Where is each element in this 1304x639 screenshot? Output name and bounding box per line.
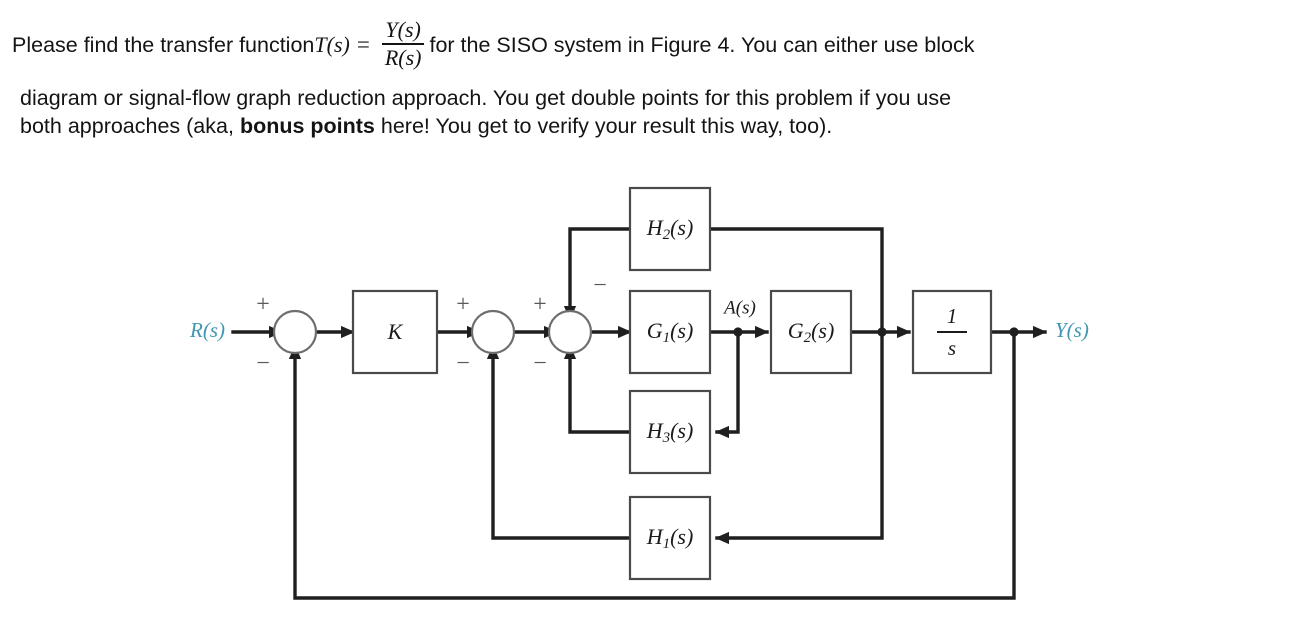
block-h1-label: H1(s) [646, 524, 694, 552]
equals-sign: = [356, 32, 370, 57]
block-g1-letter: G [647, 318, 663, 343]
block-g1 [628, 289, 712, 375]
block-h3-letter: H [646, 418, 664, 443]
wire-outer-feedback-loop [288, 330, 1016, 600]
diagram-wires [231, 227, 1047, 600]
block-g2-label: G2(s) [788, 318, 835, 346]
signal-labels: R(s) Y(s) A(s) [189, 297, 1089, 341]
sign-labels: + − + − + − − [256, 273, 607, 377]
transfer-function-symbol: T(s) [314, 32, 350, 57]
block-gain-k [351, 289, 439, 375]
wire-g2-tap-to-h1-input [715, 330, 884, 545]
sum2-minus-sign: − [456, 351, 470, 377]
problem-line-1: Please find the transfer function T(s) =… [12, 6, 1296, 84]
summing-junctions [272, 309, 593, 355]
block-h2-suffix: (s) [670, 215, 693, 240]
sum2-plus-sign: + [456, 292, 470, 318]
intermediate-signal-label: A(s) [722, 297, 756, 318]
block-g2 [769, 289, 853, 375]
fraction-bar [381, 43, 425, 45]
fraction-denominator: R(s) [384, 45, 422, 70]
block-h1-subscript: 1 [663, 536, 671, 552]
block-g1-suffix: (s) [670, 318, 693, 343]
line3-prefix: both approaches (aka, [20, 114, 240, 138]
block-g2-letter: G [788, 318, 804, 343]
problem-statement: Please find the transfer function T(s) =… [0, 0, 1304, 140]
wire-a-tap-to-h3-input [715, 330, 740, 439]
summing-junction-3 [547, 309, 593, 355]
problem-line-3: both approaches (aka, bonus points here!… [20, 112, 1296, 140]
line1-prefix: Please find the transfer function [12, 33, 315, 57]
block-h1-letter: H [646, 524, 664, 549]
sum3-plus-sign: + [533, 292, 547, 318]
block-diagram-figure: + − + − + − − K H2(s) G1(s) G2(s) 1 s [0, 160, 1304, 639]
block-h2 [628, 186, 712, 272]
wire-h3-output-to-sum3 [563, 345, 632, 434]
sum3-minus-top-sign: − [593, 273, 607, 299]
block-h3-label: H3(s) [646, 418, 694, 446]
bonus-points-emphasis: bonus points [239, 114, 375, 138]
line3-suffix: here! You get to verify your result this… [374, 114, 833, 138]
output-signal-label: Y(s) [1055, 318, 1089, 342]
block-h3-subscript: 3 [662, 430, 671, 446]
block-gain-k-label: K [387, 319, 404, 344]
block-g1-label: G1(s) [647, 318, 694, 346]
problem-line-2: diagram or signal-flow graph reduction a… [20, 86, 952, 110]
block-g2-subscript: 2 [804, 330, 812, 346]
block-integrator-numerator: 1 [947, 304, 958, 328]
wire-h2-feedback-to-sum3 [563, 227, 632, 320]
sum3-minus-bottom-sign: − [533, 351, 547, 377]
block-h2-label: H2(s) [646, 215, 694, 243]
transfer-function-fraction: Y(s) R(s) [381, 17, 425, 71]
block-g1-subscript: 1 [663, 330, 671, 346]
summing-junction-2 [470, 309, 516, 355]
block-h3-suffix: (s) [670, 418, 693, 443]
diagram-blocks: K H2(s) G1(s) G2(s) 1 s H3(s) H1(s) [351, 186, 993, 581]
block-h3 [628, 389, 712, 475]
wire-h1-output-to-sum2 [486, 345, 632, 540]
fraction-numerator: Y(s) [385, 17, 421, 42]
summing-junction-1 [272, 309, 318, 355]
sum1-plus-sign: + [256, 292, 270, 318]
input-signal-label: R(s) [189, 318, 225, 342]
block-h2-subscript: 2 [663, 227, 671, 243]
wire-h2-feedback-return-right [708, 227, 884, 334]
block-integrator-denominator: s [948, 336, 956, 360]
block-h2-letter: H [646, 215, 664, 240]
block-g2-suffix: (s) [811, 318, 834, 343]
sum1-minus-sign: − [256, 351, 270, 377]
block-h1 [628, 495, 712, 581]
line1-suffix: for the SISO system in Figure 4. You can… [429, 33, 975, 57]
block-h1-suffix: (s) [670, 524, 693, 549]
